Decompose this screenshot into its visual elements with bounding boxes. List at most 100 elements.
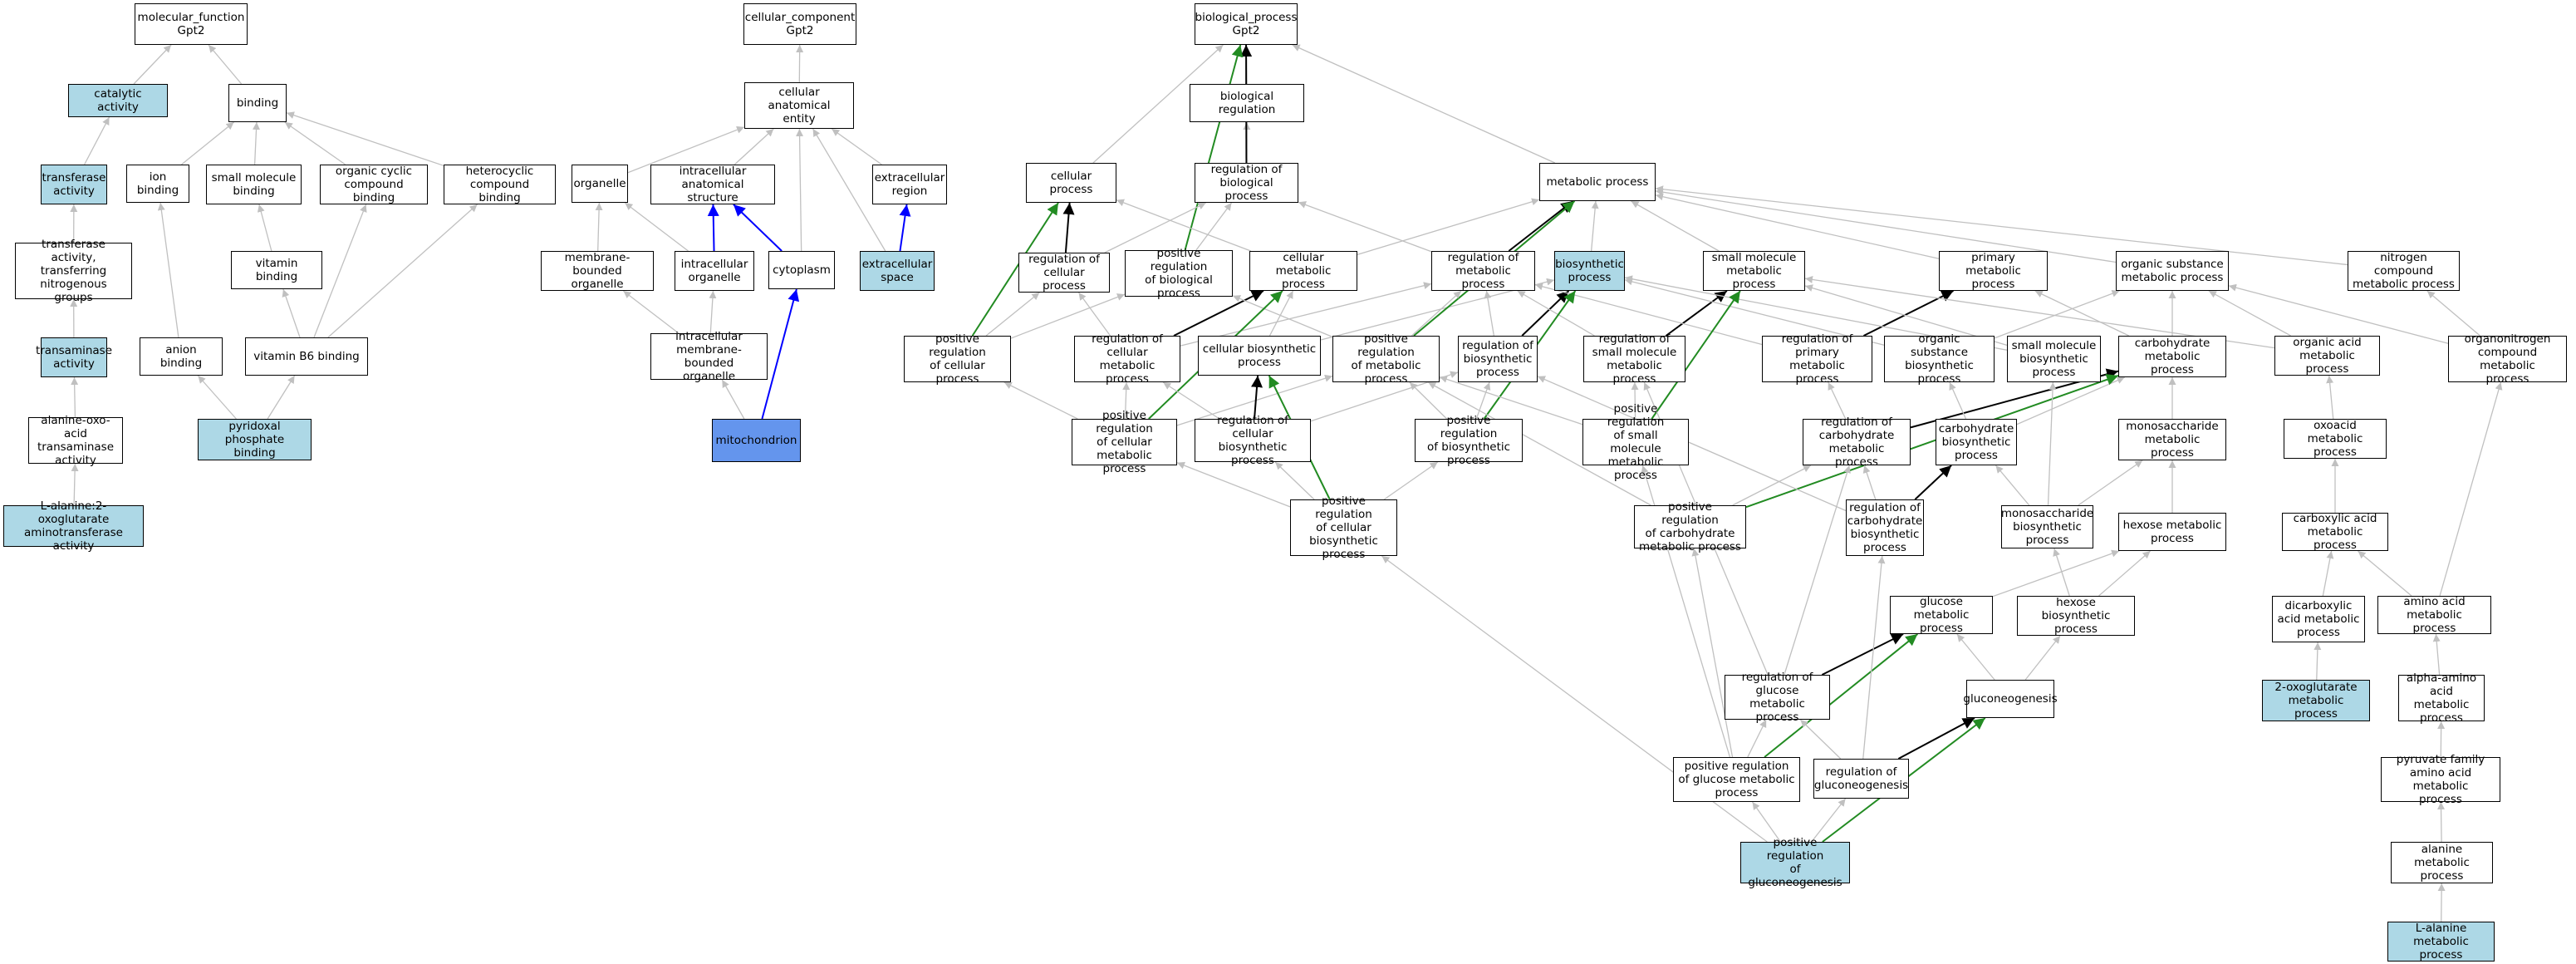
edge-mito-to-cytoplasm — [761, 288, 800, 420]
go-term-extspace[interactable]: extracellular space — [860, 251, 935, 291]
go-term-cytoplasm[interactable]: cytoplasm — [768, 251, 835, 289]
go-term-alamet[interactable]: alanine metabolic process — [2391, 842, 2493, 883]
go-term-glucmet[interactable]: glucose metabolic process — [1890, 595, 1993, 635]
go-term-metproc[interactable]: metabolic process — [1539, 163, 1656, 201]
go-term-orgacid[interactable]: organic acid metabolic process — [2274, 336, 2380, 376]
edge-dicarbox-to-carboxmet — [2322, 550, 2334, 597]
edge-anionbind-to-ionbind — [157, 202, 179, 338]
edge-regcellmet-to-regmet — [1180, 282, 1432, 347]
go-term-intracas[interactable]: intracellular anatomical structure — [650, 165, 775, 204]
edge-biosyn-to-metproc — [1590, 200, 1599, 252]
go-term-anionbind[interactable]: anion binding — [140, 337, 223, 376]
go-term-cae[interactable]: cellular anatomical entity — [744, 82, 854, 129]
edge-monosacbiosyn-to-monosacmet — [2078, 460, 2143, 506]
go-term-posregbiosyn[interactable]: positive regulation of biosynthetic proc… — [1415, 414, 1523, 467]
go-term-posreggluconeo[interactable]: positive regulation of gluconeogenesis — [1740, 836, 1850, 889]
go-term-transfN[interactable]: transferase activity, transferring nitro… — [15, 238, 132, 304]
edge-posregglucmet-to-glucmet — [1764, 633, 1918, 758]
edge-posreggluconeo-to-posregglucmet — [1752, 801, 1781, 843]
go-term-posregcellbiosyn[interactable]: positive regulation of cellular biosynth… — [1290, 494, 1397, 561]
go-term-intorg[interactable]: intracellular organelle — [675, 251, 754, 291]
go-term-pyridoxal[interactable]: pyridoxal phosphate binding — [198, 419, 312, 460]
go-term-catalytic[interactable]: catalytic activity — [68, 84, 168, 117]
go-term-primmet[interactable]: primary metabolic process — [1939, 251, 2048, 291]
go-term-posregcarbmet[interactable]: positive regulation of carbohydrate meta… — [1634, 500, 1746, 553]
edge-carbbiosyn-to-carbmet — [2016, 376, 2125, 425]
go-term-orgcyc[interactable]: organic cyclic compound binding — [320, 165, 428, 204]
go-term-regsmmet[interactable]: regulation of small molecule metabolic p… — [1583, 332, 1685, 386]
edge-extreg-to-cae — [831, 128, 882, 165]
go-term-orgnit[interactable]: organonitrogen compound metabolic proces… — [2448, 332, 2567, 386]
go-term-cellbiosyn[interactable]: cellular biosynthetic process — [1198, 336, 1321, 376]
go-term-smbind[interactable]: small molecule binding — [206, 165, 302, 204]
go-term-regcarbbiosyn[interactable]: regulation of carbohydrate biosynthetic … — [1846, 499, 1924, 556]
go-term-bioreg[interactable]: biological regulation — [1190, 84, 1304, 122]
go-term-regglucmet[interactable]: regulation of glucose metabolic process — [1725, 671, 1830, 724]
go-term-orgsubbiosyn[interactable]: organic substance biosynthetic process — [1884, 332, 1995, 386]
go-term-transferase[interactable]: transferase activity — [41, 165, 107, 204]
edge-regmet-to-regbio — [1298, 201, 1432, 253]
go-term-lalamet[interactable]: L-alanine metabolic process — [2387, 922, 2495, 962]
go-term-posregmet[interactable]: positive regulation of metabolic process — [1332, 332, 1440, 386]
go-term-smmet[interactable]: small molecule metabolic process — [1703, 251, 1805, 291]
go-term-regprimmet[interactable]: regulation of primary metabolic process — [1762, 332, 1872, 386]
go-term-vitB6[interactable]: vitamin B6 binding — [245, 337, 368, 376]
go-term-monosacmet[interactable]: monosaccharide metabolic process — [2118, 419, 2226, 460]
go-term-biosyn[interactable]: biosynthetic process — [1554, 251, 1625, 291]
go-term-regmet[interactable]: regulation of metabolic process — [1431, 251, 1535, 291]
go-term-aamet[interactable]: amino acid metabolic process — [2377, 595, 2491, 635]
go-term-regcarbmet[interactable]: regulation of carbohydrate metabolic pro… — [1803, 416, 1911, 469]
go-term-carbmet[interactable]: carbohydrate metabolic process — [2118, 336, 2226, 377]
go-term-regcell[interactable]: regulation of cellular process — [1018, 253, 1110, 293]
go-term-mito[interactable]: mitochondrion — [712, 419, 801, 462]
go-term-cellproc[interactable]: cellular process — [1026, 163, 1116, 203]
go-term-mbo[interactable]: membrane-bounded organelle — [541, 251, 654, 291]
go-term-posregsmmet[interactable]: positive regulation of small molecule me… — [1582, 402, 1689, 482]
go-term-nitmet[interactable]: nitrogen compound metabolic process — [2348, 251, 2460, 291]
go-term-monosacbiosyn[interactable]: monosaccharide biosynthetic process — [2000, 505, 2094, 548]
go-term-organelle[interactable]: organelle — [572, 165, 628, 203]
go-term-pyruvfam[interactable]: pyruvate family amino acid metabolic pro… — [2381, 753, 2500, 806]
go-term-hexbiosyn[interactable]: hexose biosynthetic process — [2017, 596, 2135, 636]
go-term-lalanine2oxo[interactable]: L-alanine:2-oxoglutarate aminotransferas… — [3, 499, 144, 553]
go-term-extreg[interactable]: extracellular region — [872, 165, 947, 204]
go-term-gluconeo[interactable]: gluconeogenesis — [1963, 680, 2058, 718]
go-term-binding[interactable]: binding — [228, 84, 287, 122]
edge-gluconeo-to-glucmet — [1956, 633, 1995, 681]
edge-intracas-to-cae — [734, 128, 774, 165]
go-term-alaoxo[interactable]: alanine-oxo-acid transaminase activity — [28, 414, 123, 467]
go-term-regcellmet[interactable]: regulation of cellular metabolic process — [1074, 332, 1180, 386]
go-term-smbiosyn[interactable]: small molecule biosynthetic process — [2007, 336, 2101, 382]
go-term-posregglucmet[interactable]: positive regulation of glucose metabolic… — [1673, 757, 1800, 802]
go-term-vitbind[interactable]: vitamin binding — [231, 251, 322, 289]
go-term-carboxmet[interactable]: carboxylic acid metabolic process — [2282, 512, 2388, 552]
go-term-transaminase[interactable]: transaminase activity — [36, 337, 112, 377]
go-term-reggluconeo[interactable]: regulation of gluconeogenesis — [1813, 759, 1909, 799]
go-term-intmbo[interactable]: intracellular membrane-bounded organelle — [650, 330, 768, 383]
go-term-bp[interactable]: biological_process Gpt2 — [1195, 3, 1298, 45]
edge-posreggluconeo-to-reggluconeo — [1811, 798, 1847, 843]
go-term-regcellbiosyn[interactable]: regulation of cellular biosynthetic proc… — [1195, 414, 1311, 467]
go-term-orgsubmet[interactable]: organic substance metabolic process — [2116, 251, 2229, 291]
go-term-posregbio[interactable]: positive regulation of biological proces… — [1125, 247, 1233, 300]
go-term-heterocyc[interactable]: heterocyclic compound binding — [444, 165, 556, 204]
go-term-dicarbox[interactable]: dicarboxylic acid metabolic process — [2272, 596, 2365, 642]
go-term-regbio[interactable]: regulation of biological process — [1195, 163, 1298, 203]
edge-regcarbbiosyn-to-carbbiosyn — [1914, 465, 1952, 500]
go-term-oxoacid[interactable]: oxoacid metabolic process — [2284, 419, 2387, 459]
go-term-cc[interactable]: cellular_component Gpt2 — [743, 3, 856, 45]
go-term-oxoglut[interactable]: 2-oxoglutarate metabolic process — [2262, 680, 2370, 721]
go-term-alphaamino[interactable]: alpha-amino acid metabolic process — [2398, 671, 2485, 725]
go-term-mf[interactable]: molecular_function Gpt2 — [135, 3, 248, 45]
edge-binding-to-mf — [208, 44, 243, 85]
go-term-cellmet[interactable]: cellular metabolic process — [1249, 251, 1357, 291]
edge-glucmet-to-hexmet — [1992, 549, 2120, 598]
go-term-posregcellmet[interactable]: positive regulation of cellular metaboli… — [1072, 409, 1177, 475]
go-term-posregcell[interactable]: positive regulation of cellular process — [904, 332, 1011, 386]
go-term-regbiosyn[interactable]: regulation of biosynthetic process — [1458, 336, 1538, 382]
edge-reggluconeo-to-gluconeo — [1897, 717, 1975, 760]
go-term-carbbiosyn[interactable]: carbohydrate biosynthetic process — [1936, 419, 2017, 465]
go-term-ionbind[interactable]: ion binding — [126, 165, 189, 203]
go-term-hexmet[interactable]: hexose metabolic process — [2118, 513, 2226, 551]
